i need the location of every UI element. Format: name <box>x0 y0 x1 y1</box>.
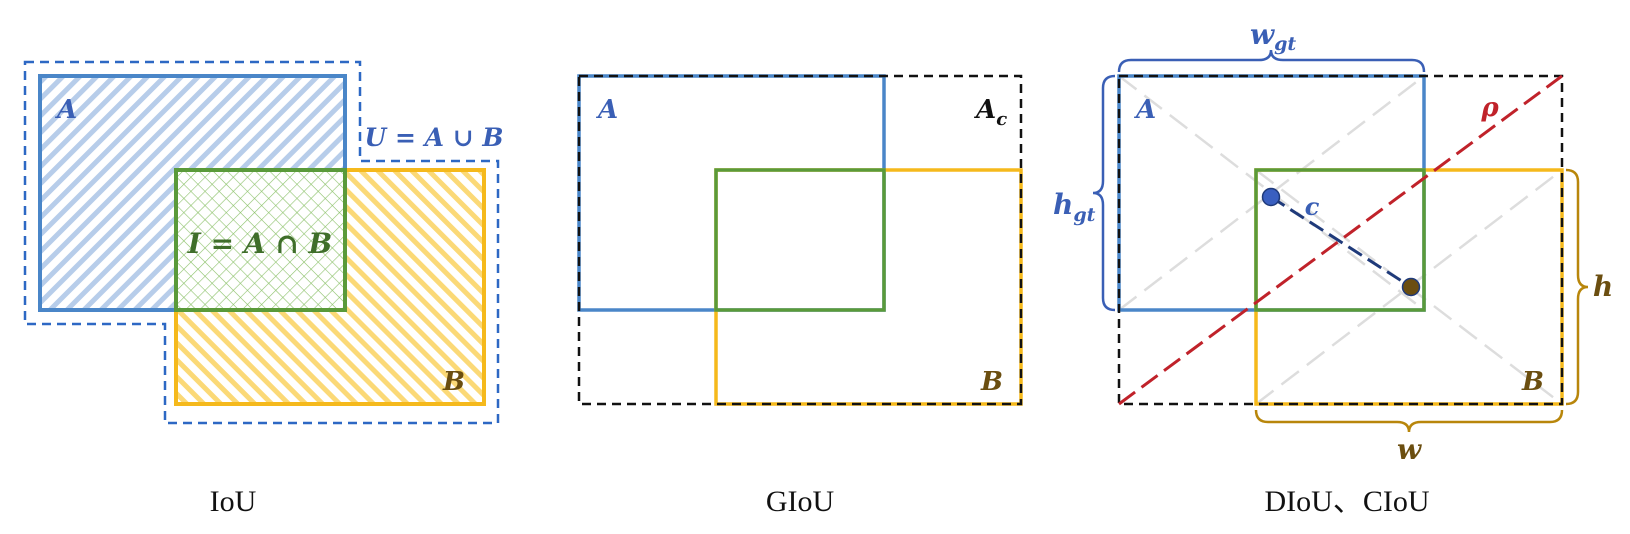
diou-ciou-caption: DIoU、CIoU <box>1265 485 1430 518</box>
center-b-dot <box>1401 277 1421 297</box>
h-label: h <box>1593 270 1613 303</box>
enclosing-box-dashed <box>1117 74 1564 406</box>
union-label: U = A ∪ B <box>364 123 503 152</box>
box-a-label: A <box>54 95 77 125</box>
w-gt-brace <box>1117 49 1426 73</box>
center-distance-line <box>1270 195 1412 289</box>
c-label: c <box>1305 192 1320 221</box>
intersection-label: I = A ∩ B <box>187 227 332 260</box>
h-gt-subscript: gt <box>1073 204 1095 226</box>
rho-label: ρ <box>1480 93 1499 123</box>
intersection-outline <box>714 168 886 312</box>
enclosing-box-label: Ac <box>973 95 1007 130</box>
iou-panel: A B I = A ∩ B U = A ∪ B IoU <box>23 60 504 518</box>
h-gt-label: hgt <box>1053 188 1096 226</box>
box-a-label: A <box>1133 95 1156 125</box>
box-b-label: B <box>980 367 1003 397</box>
rho-diagonal-line <box>1118 74 1563 406</box>
intersection-hatched <box>176 170 345 310</box>
h-gt-brace <box>1092 74 1116 312</box>
w-brace <box>1254 409 1564 433</box>
w-label: w <box>1397 433 1422 466</box>
h-gt-letter: h <box>1053 188 1073 221</box>
w-gt-subscript: gt <box>1274 33 1296 55</box>
diou-ciou-panel: A B wgt hgt w h ρ c DIoU、CIoU <box>1053 18 1613 518</box>
box-b-label: B <box>442 367 465 397</box>
w-gt-letter: w <box>1250 18 1275 51</box>
iou-caption: IoU <box>210 485 257 518</box>
enclosing-box-subscript: c <box>996 109 1007 130</box>
union-dashed-outline <box>23 60 500 425</box>
box-a-outline <box>577 74 886 312</box>
center-a-dot <box>1261 187 1281 207</box>
giou-caption: GIoU <box>766 485 835 518</box>
h-brace <box>1565 168 1589 406</box>
box-b-outline <box>714 168 1023 406</box>
intersection-outline <box>1254 168 1426 312</box>
enclosing-box-letter: A <box>973 95 996 125</box>
intersection-outline <box>174 168 347 312</box>
w-gt-label: wgt <box>1250 18 1296 55</box>
giou-panel: A B Ac GIoU <box>577 74 1023 518</box>
box-b-label: B <box>1521 367 1544 397</box>
box-a-label: A <box>595 95 618 125</box>
enclosing-box-dashed <box>577 74 1023 406</box>
